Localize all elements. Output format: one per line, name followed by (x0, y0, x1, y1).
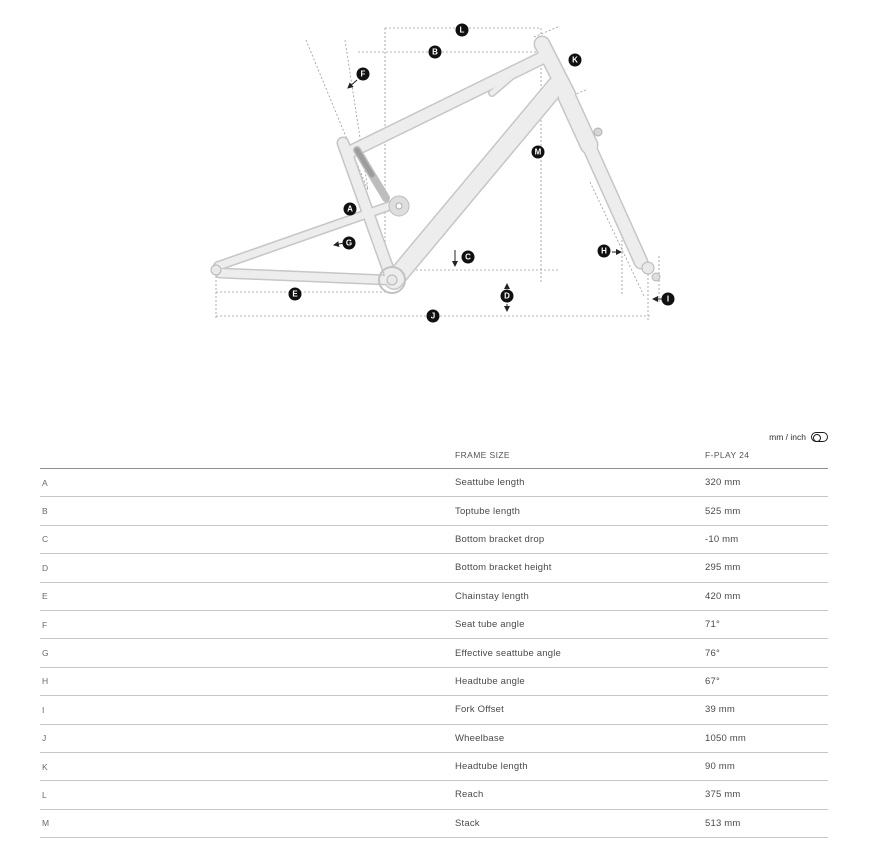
table-row: E Chainstay length 420 mm (40, 583, 828, 611)
table-row: J Wheelbase 1050 mm (40, 725, 828, 753)
table-row: D Bottom bracket height 295 mm (40, 554, 828, 583)
row-value: 420 mm (705, 590, 741, 602)
rear-axle (210, 264, 222, 276)
row-letter: K (42, 761, 48, 772)
row-label: Stack (455, 817, 480, 829)
row-label: Effective seattube angle (455, 647, 562, 659)
table-row: G Effective seattube angle 76° (40, 639, 828, 668)
table-row: M Stack 513 mm (40, 810, 828, 839)
diagram-label-i: I (661, 292, 675, 306)
row-letter: E (42, 591, 48, 602)
dimension-arrows (333, 79, 662, 312)
row-letter: C (42, 534, 49, 545)
row-value: 375 mm (705, 789, 741, 801)
row-letter: H (42, 676, 49, 687)
table-row: I Fork Offset 39 mm (40, 696, 828, 725)
table-row: B Toptube length 525 mm (40, 497, 828, 526)
table-header-row: FRAME SIZE F-PLAY 24 (40, 447, 828, 469)
row-letter: I (42, 704, 45, 715)
geometry-table-section: mm / inch FRAME SIZE F-PLAY 24 A Seattube… (40, 432, 828, 839)
diagram-label-c: C (461, 250, 475, 264)
row-label: Toptube length (455, 505, 521, 517)
row-label: Headtube angle (455, 675, 525, 687)
row-value: 525 mm (705, 505, 741, 517)
row-value: 90 mm (705, 761, 736, 773)
chainring (378, 266, 406, 294)
row-value: -10 mm (705, 533, 739, 545)
diagram-label-f: F (356, 67, 370, 81)
row-letter: A (42, 477, 48, 488)
row-label: Chainstay length (455, 590, 529, 602)
diagram-label-j: J (426, 309, 440, 323)
row-label: Reach (455, 789, 484, 801)
row-value: 295 mm (705, 562, 741, 574)
unit-toggle-row: mm / inch (40, 432, 828, 442)
diagram-label-l: L (455, 23, 469, 37)
table-row: F Seat tube angle 71° (40, 611, 828, 640)
diagram-label-e: E (288, 287, 302, 301)
row-value: 71° (705, 619, 720, 631)
row-letter: M (42, 818, 50, 829)
header-letter-spacer (40, 450, 455, 460)
row-label: Seattube length (455, 477, 525, 489)
row-label: Seat tube angle (455, 619, 525, 631)
front-axle (641, 261, 655, 275)
brake-mount (593, 127, 603, 137)
row-label: Headtube length (455, 761, 528, 773)
table-row: A Seattube length 320 mm (40, 469, 828, 498)
diagram-label-a: A (343, 202, 357, 216)
row-label: Bottom bracket drop (455, 533, 545, 545)
frame-tubes (210, 35, 661, 294)
table-row: L Reach 375 mm (40, 781, 828, 810)
row-label: Bottom bracket height (455, 562, 552, 574)
diagram-label-h: H (597, 244, 611, 258)
row-label: Fork Offset (455, 704, 505, 716)
diagram-label-g: G (342, 236, 356, 250)
table-row: C Bottom bracket drop -10 mm (40, 526, 828, 555)
row-letter: L (42, 789, 47, 800)
bike-frame-figure (210, 25, 662, 320)
geometry-table-rows: A Seattube length 320 mm B Toptube length 525… (40, 469, 828, 839)
row-letter: J (42, 733, 47, 744)
row-label: Wheelbase (455, 732, 505, 744)
row-value: 76° (705, 647, 720, 659)
row-letter: F (42, 619, 48, 630)
table-row: K Headtube length 90 mm (40, 753, 828, 782)
row-value: 513 mm (705, 817, 741, 829)
mm-inch-toggle[interactable] (811, 432, 828, 442)
row-value: 39 mm (705, 704, 736, 716)
row-value: 1050 mm (705, 732, 747, 744)
row-letter: G (42, 648, 49, 659)
row-letter: B (42, 506, 48, 517)
row-letter: D (42, 562, 49, 573)
diagram-label-k: K (568, 53, 582, 67)
unit-toggle-label: mm / inch (769, 432, 806, 442)
header-frame-size: FRAME SIZE (455, 450, 511, 460)
row-value: 67° (705, 675, 720, 687)
diagram-label-d: D (500, 289, 514, 303)
row-value: 320 mm (705, 477, 741, 489)
diagram-label-m: M (531, 145, 545, 159)
table-row: H Headtube angle 67° (40, 668, 828, 697)
diagram-label-b: B (428, 45, 442, 59)
header-size-name: F-PLAY 24 (705, 450, 750, 460)
